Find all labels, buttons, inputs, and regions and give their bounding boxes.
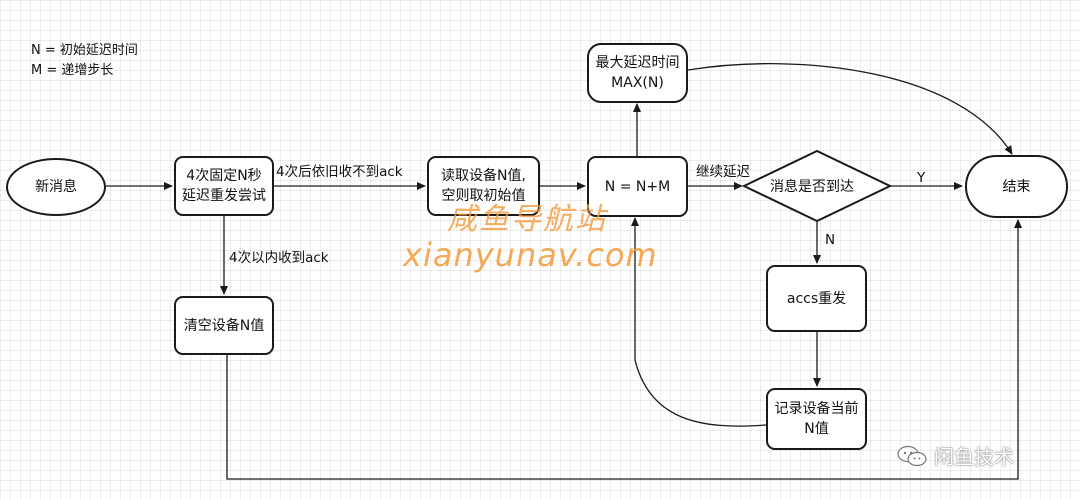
brand-label: 闲鱼技术 — [934, 445, 1014, 469]
node-clear-n-label: 清空设备N值 — [183, 317, 265, 334]
node-n-plus-m-label: N = N+M — [604, 178, 671, 195]
edge-label-continue-delay: 继续延迟 — [696, 164, 750, 180]
legend-n: N = 初始延迟时间 — [31, 43, 138, 58]
node-end-label: 结束 — [1002, 178, 1031, 195]
node-accs-resend-label: accs重发 — [786, 290, 847, 307]
brand-watermark: 闲鱼技术 — [896, 441, 1014, 470]
edge-label-ack-within: 4次以内收到ack — [229, 250, 329, 266]
node-max-delay-line2: MAX(N) — [611, 75, 664, 91]
node-max-delay: 最大延迟时间 MAX(N) — [587, 43, 688, 103]
node-read-n: 读取设备N值, 空则取初始值 — [427, 156, 540, 216]
watermark-en: xianyunav.com — [403, 236, 658, 274]
node-fixed-retry-line1: 4次固定N秒 — [186, 168, 262, 184]
node-accs-resend: accs重发 — [766, 265, 867, 332]
watermark-cn: 咸鱼导航站 — [447, 202, 607, 237]
edge-label-no: N — [825, 232, 836, 248]
node-max-delay-line1: 最大延迟时间 — [595, 55, 680, 71]
node-n-plus-m: N = N+M — [587, 156, 688, 217]
edge-label-no-ack: 4次后依旧收不到ack — [276, 164, 403, 180]
node-new-message-label: 新消息 — [35, 179, 77, 195]
node-new-message: 新消息 — [6, 158, 106, 216]
edge-clear-to-end — [226, 219, 1022, 480]
node-record-n-line2: N值 — [804, 421, 829, 437]
node-clear-n: 清空设备N值 — [174, 296, 274, 355]
edge-max-to-end — [687, 63, 1013, 155]
node-read-n-line2: 空则取初始值 — [441, 188, 526, 204]
wechat-icon — [897, 445, 927, 466]
node-fixed-retry: 4次固定N秒 延迟重发尝试 — [174, 156, 274, 216]
edge-label-yes: Y — [917, 170, 926, 186]
node-arrived-label: 消息是否到达 — [770, 179, 854, 195]
decision-diamond — [741, 149, 893, 223]
edge-record-to-nm — [631, 217, 767, 427]
node-read-n-line1: 读取设备N值, — [441, 168, 526, 184]
node-record-n: 记录设备当前 N值 — [766, 388, 867, 450]
node-fixed-retry-line2: 延迟重发尝试 — [182, 188, 266, 204]
legend-m: M = 递增步长 — [31, 63, 114, 78]
node-record-n-line1: 记录设备当前 — [774, 401, 859, 417]
node-end: 结束 — [965, 155, 1068, 218]
